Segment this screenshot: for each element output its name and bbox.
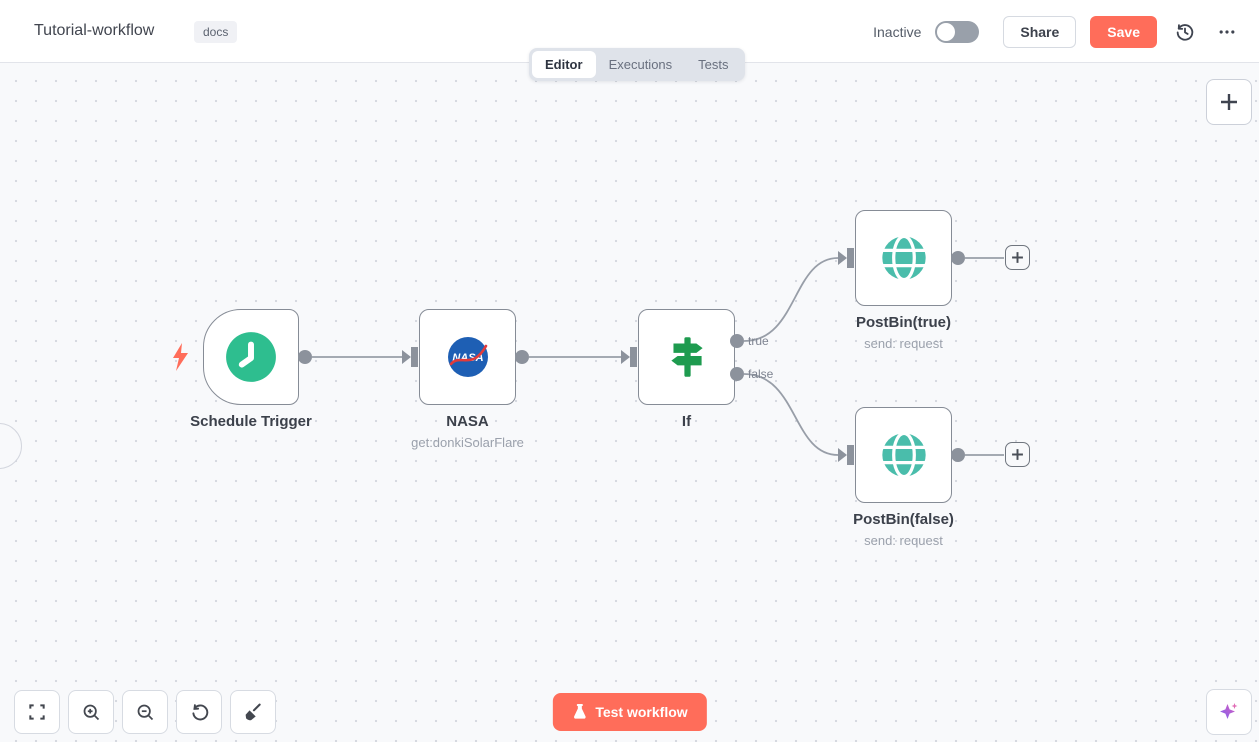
node-if[interactable]: If xyxy=(638,309,735,430)
toggle-knob xyxy=(937,22,956,41)
test-workflow-label: Test workflow xyxy=(595,704,688,720)
reset-zoom-button[interactable] xyxy=(176,690,222,734)
add-node-button[interactable] xyxy=(1206,79,1252,125)
zoom-out-button[interactable] xyxy=(122,690,168,734)
zoom-to-fit-button[interactable] xyxy=(14,690,60,734)
node-label: Schedule Trigger xyxy=(190,413,312,430)
workflow-tag[interactable]: docs xyxy=(194,21,238,43)
node-schedule-trigger[interactable]: Schedule Trigger xyxy=(190,309,312,430)
node-sublabel: get:donkiSolarFlare xyxy=(411,435,524,450)
fit-view-icon xyxy=(29,704,45,720)
add-node-endpoint-false[interactable] xyxy=(1005,442,1030,467)
plus-icon xyxy=(1012,252,1023,263)
node-postbin-true[interactable]: PostBin(true) send: request xyxy=(855,210,952,351)
header: Tutorial-workflow docs Inactive Share Sa… xyxy=(0,0,1259,63)
node-nasa[interactable]: NASA NASA get:donkiSolarFlare xyxy=(411,309,524,450)
plus-icon xyxy=(1221,94,1237,110)
zoom-out-icon xyxy=(137,704,153,720)
history-icon[interactable] xyxy=(1171,18,1199,46)
node-sublabel: send: request xyxy=(864,533,943,548)
globe-icon xyxy=(881,234,926,282)
workflow-title[interactable]: Tutorial-workflow xyxy=(34,22,155,39)
share-button[interactable]: Share xyxy=(1003,15,1077,48)
broom-icon xyxy=(245,703,261,720)
workflow-canvas[interactable] xyxy=(0,63,1259,742)
tab-editor[interactable]: Editor xyxy=(532,51,596,78)
node-body[interactable] xyxy=(638,309,735,405)
trigger-bolt-icon xyxy=(172,343,189,376)
flask-icon xyxy=(573,704,586,719)
node-label: NASA xyxy=(446,413,489,430)
tab-tests[interactable]: Tests xyxy=(698,57,729,72)
plus-icon xyxy=(1012,449,1023,460)
node-body[interactable] xyxy=(203,309,299,405)
clock-icon xyxy=(226,332,276,382)
node-body[interactable] xyxy=(855,210,952,306)
node-postbin-false[interactable]: PostBin(false) send: request xyxy=(853,407,954,548)
node-sublabel: send: request xyxy=(864,336,943,351)
view-tabs: Editor Executions Tests xyxy=(529,48,745,81)
output-label-false: false xyxy=(748,367,774,381)
more-options-icon[interactable] xyxy=(1213,18,1241,46)
node-body[interactable]: NASA xyxy=(419,309,516,405)
zoom-in-icon xyxy=(83,704,99,720)
signpost-icon xyxy=(670,337,703,377)
test-workflow-button[interactable]: Test workflow xyxy=(552,693,707,731)
ai-assistant-button[interactable] xyxy=(1206,689,1252,735)
node-label: PostBin(false) xyxy=(853,511,954,528)
node-label: PostBin(true) xyxy=(856,314,951,331)
nasa-logo-icon: NASA xyxy=(447,337,488,377)
node-label: If xyxy=(681,413,692,430)
save-button[interactable]: Save xyxy=(1090,15,1157,48)
tab-executions[interactable]: Executions xyxy=(608,57,673,72)
output-label-true: true xyxy=(748,334,769,348)
sparkle-icon xyxy=(1220,703,1238,719)
undo-icon xyxy=(191,703,208,720)
canvas-edge-circle xyxy=(0,423,22,469)
status-label: Inactive xyxy=(873,23,922,40)
tidy-up-button[interactable] xyxy=(230,690,276,734)
globe-icon xyxy=(881,431,926,479)
add-node-endpoint-true[interactable] xyxy=(1005,245,1030,270)
active-toggle[interactable] xyxy=(935,20,980,43)
zoom-in-button[interactable] xyxy=(68,690,114,734)
node-body[interactable] xyxy=(855,407,952,503)
